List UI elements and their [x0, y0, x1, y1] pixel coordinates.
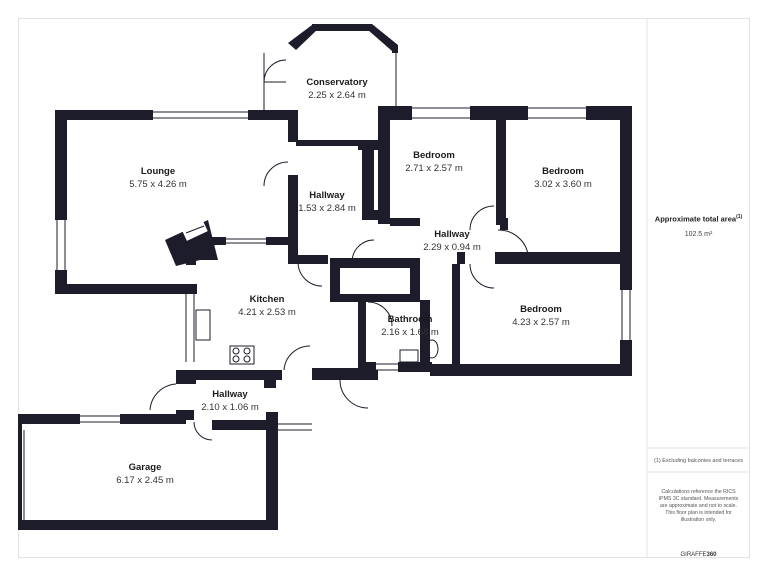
room-dimensions: 2.71 x 2.57 m [405, 163, 463, 174]
room-name: Hallway [212, 389, 248, 400]
room-dimensions: 4.21 x 2.53 m [238, 307, 296, 318]
area-title-footnote-marker: (1) [736, 214, 743, 220]
brand-number: 360 [706, 552, 717, 558]
room-name: Bedroom [542, 166, 584, 177]
windows-and-thin-walls [23, 53, 631, 520]
room-name: Bathroom [387, 314, 433, 325]
room-bedroom-1: Bedroom 2.71 x 2.57 m [405, 149, 463, 175]
room-hallway-entry: Hallway 2.10 x 1.06 m [201, 388, 259, 414]
room-name: Bedroom [413, 150, 455, 161]
room-hallway-main: Hallway 1.53 x 2.84 m [298, 189, 356, 215]
room-lounge: Lounge 5.75 x 4.26 m [129, 165, 187, 191]
footnote: (1) Excluding balconies and terraces [654, 458, 743, 464]
room-dimensions: 2.29 x 0.94 m [423, 242, 481, 253]
room-garage: Garage 6.17 x 2.45 m [116, 461, 174, 487]
room-bathroom: Bathroom 2.16 x 1.68 m [381, 313, 439, 339]
room-name: Conservatory [306, 77, 368, 88]
disclaimer: Calculations reference the RICS IPMS 3C … [658, 489, 739, 523]
room-name: Bedroom [520, 304, 562, 315]
room-name: Garage [128, 462, 162, 473]
room-conservatory: Conservatory 2.25 x 2.64 m [306, 76, 367, 102]
room-dimensions: 1.53 x 2.84 m [298, 203, 356, 214]
room-bedroom-2: Bedroom 3.02 x 3.60 m [534, 165, 592, 191]
room-dimensions: 2.16 x 1.68 m [381, 327, 439, 338]
area-value: 102.5 m² [684, 231, 713, 238]
area-title-text: Approximate total area [654, 214, 737, 224]
area-title: Approximate total area(1) [647, 214, 750, 224]
room-dimensions: 3.02 x 3.60 m [534, 179, 592, 190]
brand-logo: GIRAFFE360 [647, 552, 750, 558]
sidebar-dividers [646, 18, 750, 558]
info-sidebar: Approximate total area(1) 102.5 m² (1) E… [647, 18, 750, 558]
room-dimensions: 2.10 x 1.06 m [201, 402, 259, 413]
room-bedroom-3: Bedroom 4.23 x 2.57 m [512, 303, 570, 329]
room-name: Lounge [140, 166, 176, 177]
room-dimensions: 5.75 x 4.26 m [129, 179, 187, 190]
room-name: Hallway [309, 190, 345, 201]
room-dimensions: 2.25 x 2.64 m [308, 90, 366, 101]
room-name: Kitchen [249, 294, 285, 305]
room-dimensions: 4.23 x 2.57 m [512, 317, 570, 328]
room-dimensions: 6.17 x 2.45 m [116, 475, 174, 486]
page-frame [18, 18, 750, 558]
brand-name: GIRAFFE [680, 552, 707, 558]
room-kitchen: Kitchen 4.21 x 2.53 m [238, 293, 296, 319]
room-name: Hallway [434, 229, 470, 240]
room-hallway-bedrooms: Hallway 2.29 x 0.94 m [423, 228, 481, 254]
